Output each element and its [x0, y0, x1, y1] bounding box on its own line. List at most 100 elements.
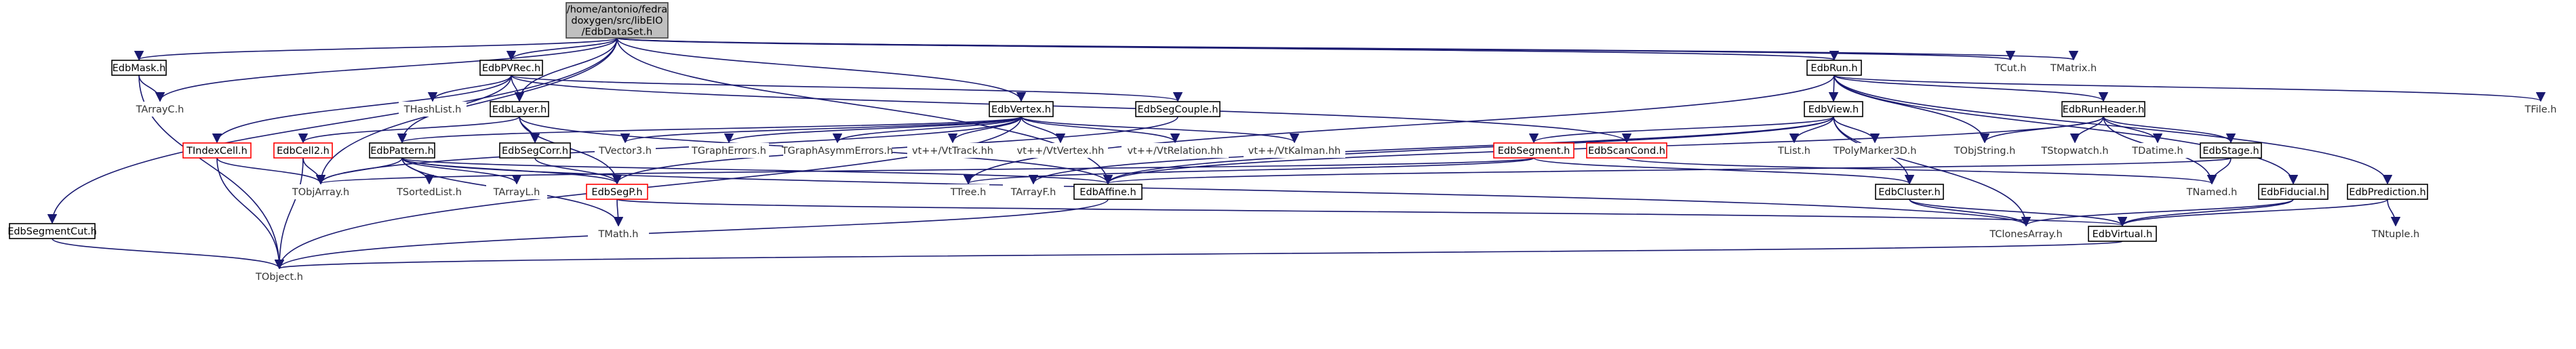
- node-edbsegmentcut[interactable]: EdbSegmentCut.h: [7, 223, 97, 239]
- edge-root-to-edbpvrec: [506, 37, 618, 61]
- edge-edbrunheader-to-tobjstring: [1979, 116, 2104, 144]
- node-edbpattern[interactable]: EdbPattern.h: [369, 142, 435, 159]
- edge-edbcluster-to-tclonesarray: [1909, 199, 2032, 227]
- node-tfile: TFile.h: [2520, 102, 2561, 117]
- edge-edbvertex-to-tvector3: [620, 116, 1022, 144]
- node-label: TMatrix.h: [2050, 63, 2097, 74]
- node-edbsegment[interactable]: EdbSegment.h: [1493, 142, 1574, 159]
- edge-edbpattern-to-tarrayl: [401, 157, 522, 185]
- edge-edbsegment-to-ttree: [964, 157, 1534, 185]
- node-label: EdbRunHeader.h: [2063, 104, 2145, 115]
- node-box: [2200, 142, 2262, 159]
- node-label: EdbScanCond.h: [1588, 146, 1665, 157]
- node-edbsegcorr[interactable]: EdbSegCorr.h: [499, 142, 571, 159]
- node-edbscancond[interactable]: EdbScanCond.h: [1586, 142, 1667, 159]
- node-box: [689, 143, 769, 158]
- node-edbsegp[interactable]: EdbSegP.h: [586, 184, 648, 200]
- node-label: TIndexCell.h: [186, 146, 247, 157]
- node-label: TDatime.h: [2131, 146, 2183, 157]
- edge-edbvertex-to-tobject: [274, 116, 1022, 270]
- edge-edbcluster-to-edbvirtual: [1909, 199, 2128, 227]
- node-edbprediction[interactable]: EdbPrediction.h: [2347, 184, 2428, 200]
- node-tindexcell[interactable]: TIndexCell.h: [182, 142, 252, 159]
- node-box: [2520, 102, 2561, 117]
- node-label: TObjArray.h: [292, 187, 349, 198]
- node-edbfiducial[interactable]: EdbFiducial.h: [2258, 184, 2329, 200]
- edge-edbpattern-to-edbaffine: [401, 157, 1113, 185]
- node-edbpvrec[interactable]: EdbPVRec.h: [479, 60, 543, 76]
- node-edbmask[interactable]: EdbMask.h: [111, 60, 167, 76]
- edge-edbrunheader-to-tdatime: [2103, 116, 2163, 144]
- node-edbvertex[interactable]: EdbVertex.h: [989, 101, 1054, 117]
- node-label: TClonesArray.h: [1989, 229, 2062, 240]
- node-tclonesarray: TClonesArray.h: [1982, 226, 2070, 241]
- node-label: EdbPVRec.h: [482, 63, 540, 74]
- node-box: [1875, 184, 1944, 200]
- node-box: [1774, 143, 1815, 158]
- node-label: TSortedList.h: [396, 187, 462, 198]
- edge-edbfiducial-to-tclonesarray: [2021, 199, 2294, 227]
- node-edbrun[interactable]: EdbRun.h: [1806, 60, 1862, 76]
- edge-edbrunheader-to-tstopwatch: [2069, 116, 2104, 144]
- node-label: EdbSegCouple.h: [1137, 104, 1218, 115]
- node-edbcell2[interactable]: EdbCell2.h: [273, 142, 333, 159]
- node-box: [1982, 226, 2070, 241]
- node-box: [566, 2, 669, 39]
- edge-root-to-edbvertex: [616, 37, 1027, 102]
- node-tvector3: TVector3.h: [595, 143, 656, 158]
- node-tsortedlist: TSortedList.h: [391, 184, 467, 199]
- edge-edbrun-to-edbprediction: [1834, 75, 2393, 185]
- edge-edbrun-to-edbrunheader: [1834, 75, 2108, 102]
- node-box: [249, 269, 310, 284]
- node-edbstage[interactable]: EdbStage.h: [2200, 142, 2262, 159]
- node-label: TList.h: [1777, 146, 1810, 157]
- edge-edbvertex-to-edbpattern: [397, 116, 1022, 144]
- node-box: [1804, 101, 1863, 117]
- node-label: TStopwatch.h: [2040, 146, 2108, 157]
- node-tobjarray: TObjArray.h: [284, 184, 357, 199]
- node-label: TObject.h: [255, 272, 303, 283]
- node-box: [399, 102, 467, 117]
- node-box: [1013, 143, 1108, 158]
- node-box: [1135, 101, 1221, 117]
- node-tarrayf: TArrayF.h: [1003, 184, 1064, 199]
- edge-edbvertex-to-tgrapherrors: [724, 116, 1022, 144]
- node-tntuple: TNtuple.h: [2365, 226, 2426, 241]
- node-edbaffine[interactable]: EdbAffine.h: [1073, 184, 1143, 200]
- node-edbview[interactable]: EdbView.h: [1804, 101, 1863, 117]
- node-box: [2061, 101, 2145, 117]
- edge-root-to-tobjarray: [315, 37, 618, 185]
- edge-root-to-edbsegmentcut: [47, 37, 618, 224]
- node-label: TArrayF.h: [1010, 187, 1056, 198]
- node-edbcluster[interactable]: EdbCluster.h: [1875, 184, 1944, 200]
- node-edbrunheader[interactable]: EdbRunHeader.h: [2061, 101, 2145, 117]
- edge-edblayer-to-edbcell2: [298, 116, 520, 144]
- node-edblayer[interactable]: EdbLayer.h: [490, 101, 549, 117]
- node-vtvertex: vt++/VtVertex.hh: [1013, 143, 1108, 158]
- node-edbsegcouple[interactable]: EdbSegCouple.h: [1135, 101, 1221, 117]
- edge-edbsegp-to-tmath: [613, 199, 624, 227]
- edge-edbview-to-edbaffine: [1103, 116, 1834, 185]
- edge-edbpvrec-to-edbsegcouple: [511, 75, 1183, 102]
- node-box: [783, 143, 892, 158]
- node-box: [2088, 226, 2157, 242]
- edge-edbrun-to-edbfiducial: [1834, 75, 2299, 185]
- node-box: [111, 60, 167, 76]
- node-label: TFile.h: [2524, 104, 2557, 115]
- node-label: EdbPrediction.h: [2349, 187, 2425, 198]
- edge-edbpvrec-to-tindexcell: [212, 75, 512, 144]
- node-edbvirtual[interactable]: EdbVirtual.h: [2088, 226, 2157, 242]
- node-box: [1586, 142, 1667, 159]
- node-label: vt++/VtVertex.hh: [1017, 146, 1105, 157]
- node-box: [1244, 143, 1345, 158]
- node-label: TObjString.h: [1954, 146, 2016, 157]
- node-label: EdbSegment.h: [1498, 146, 1570, 157]
- node-box: [595, 143, 656, 158]
- edge-tindexcell-to-tobjarray: [216, 157, 326, 185]
- node-box: [273, 142, 333, 159]
- node-vttrack: vt++/VtTrack.hh: [907, 143, 998, 158]
- node-box: [2181, 184, 2242, 199]
